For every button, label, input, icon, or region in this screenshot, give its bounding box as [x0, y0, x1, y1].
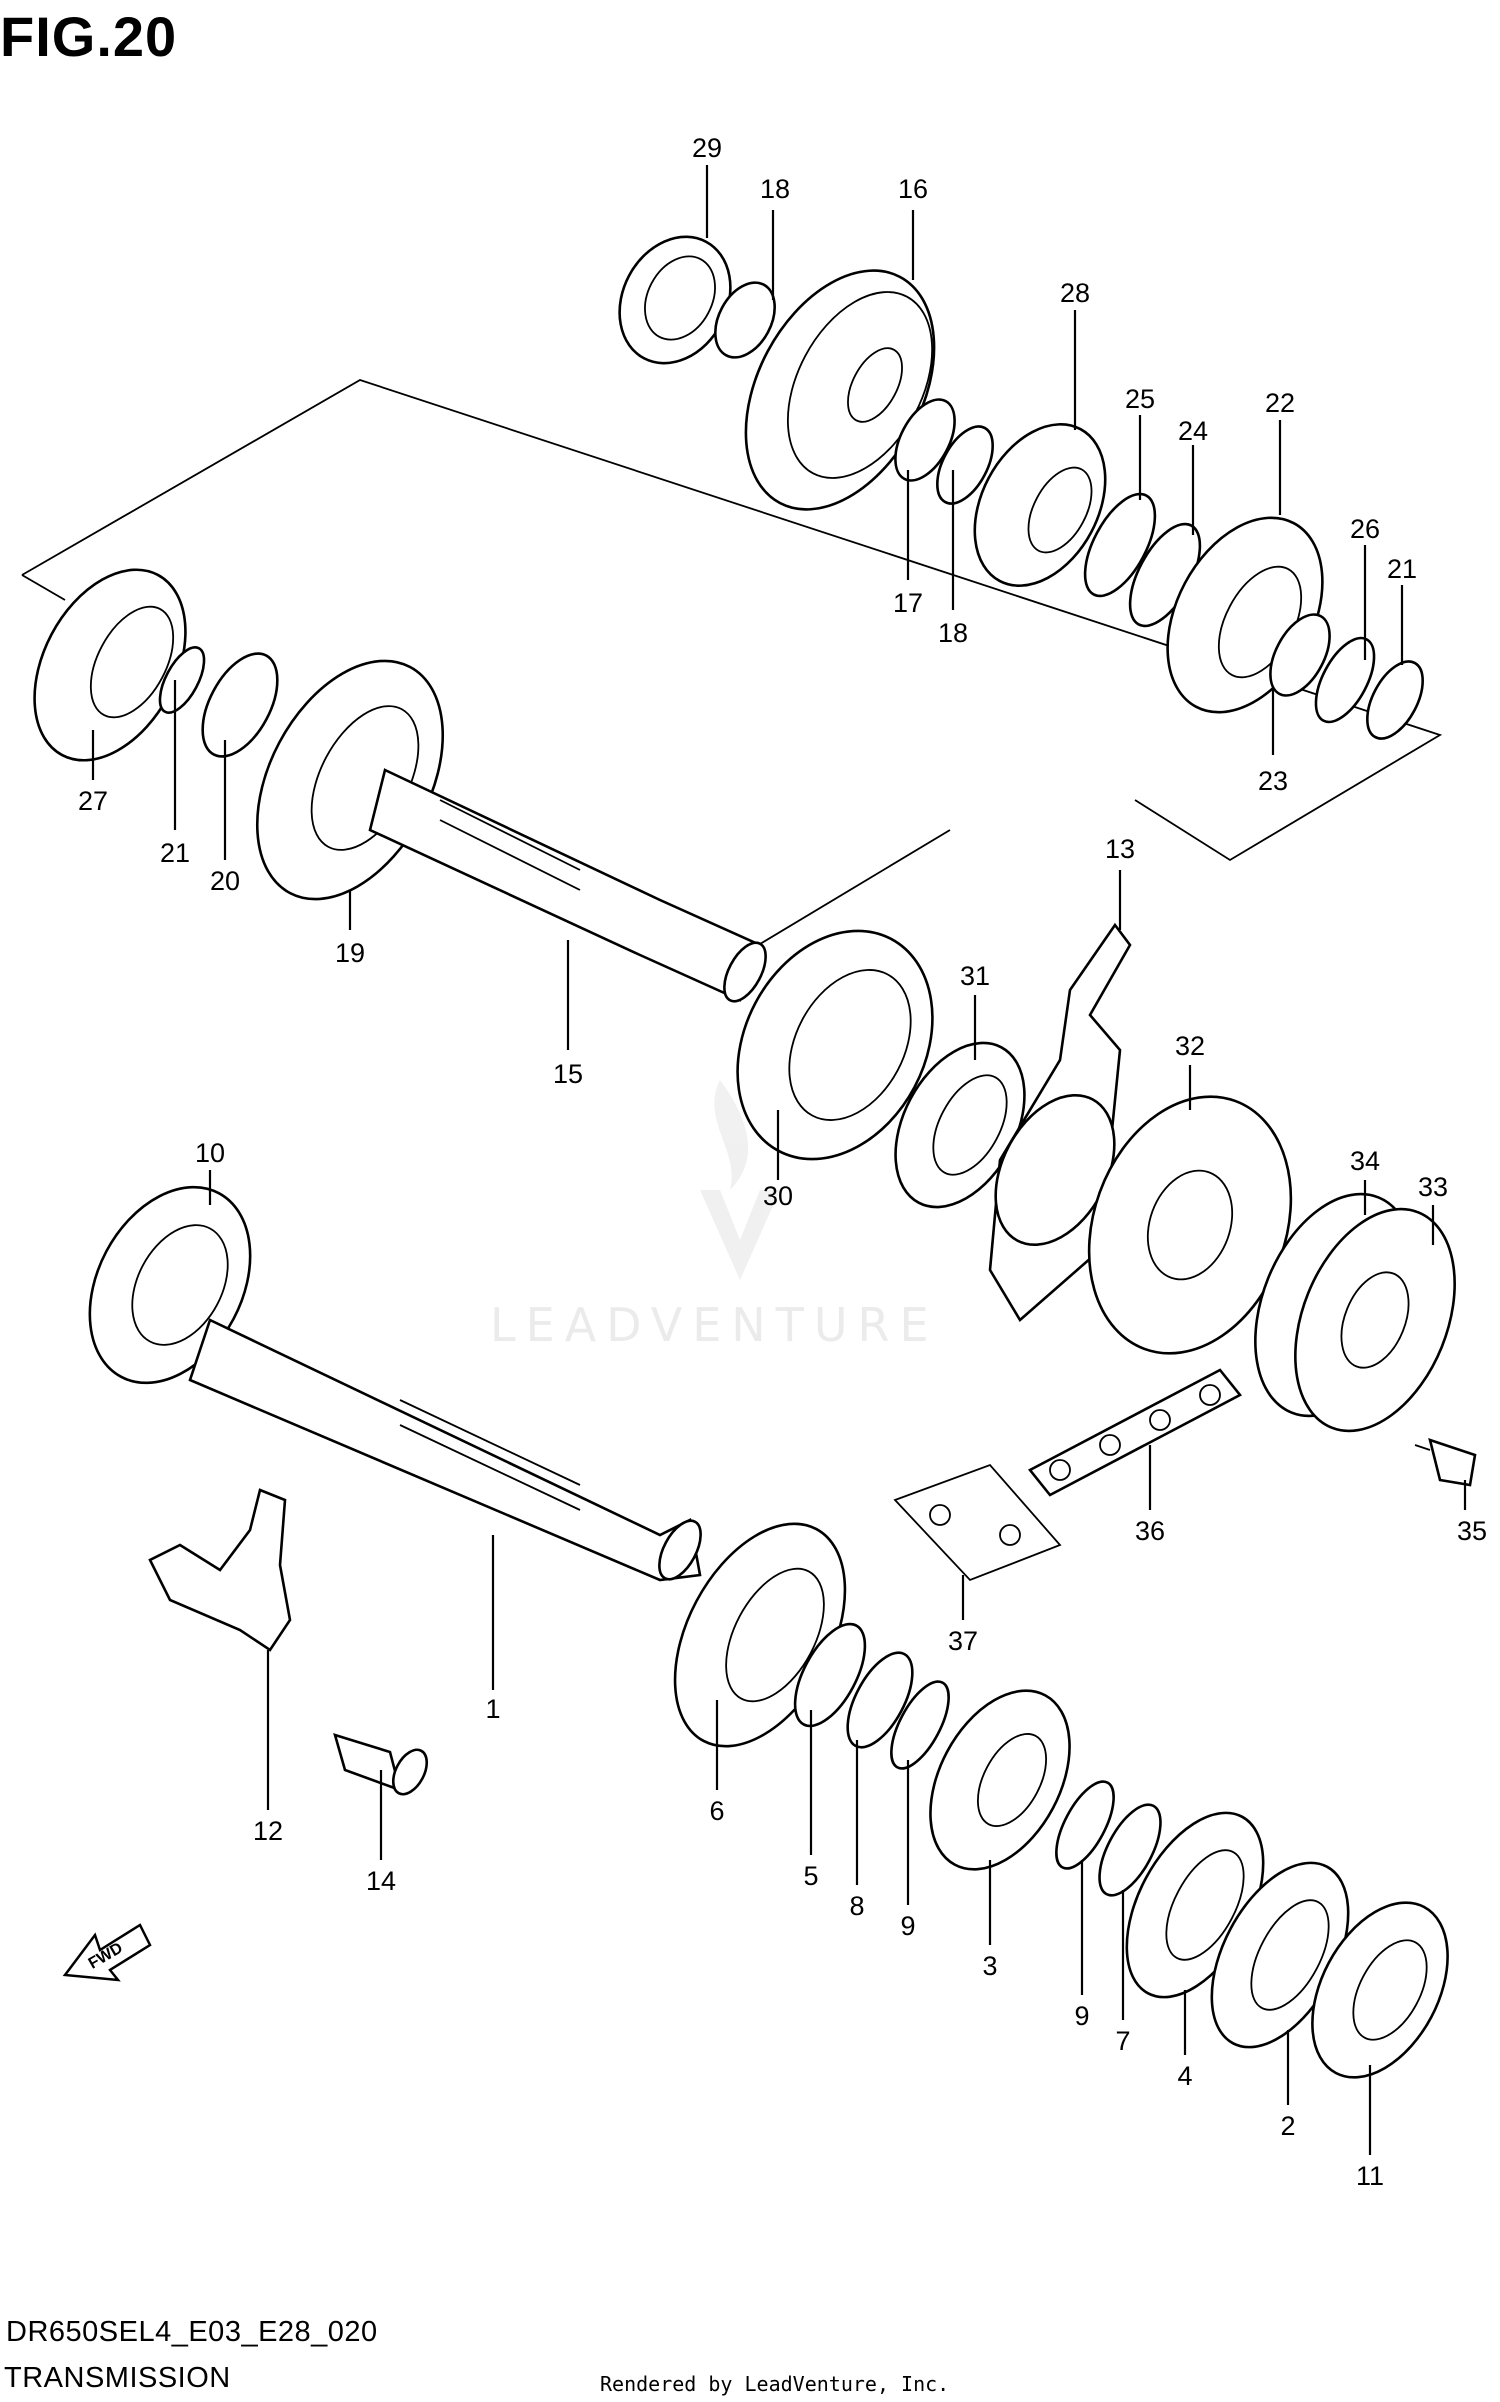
callout-label-36: 36: [1135, 1516, 1165, 1546]
driveshaft-1: [188, 1318, 702, 1582]
callout-label-4: 4: [1177, 2061, 1192, 2091]
callout-label-20: 20: [210, 866, 240, 896]
callout-label-37: 37: [948, 1626, 978, 1656]
callout-label-21: 21: [160, 838, 190, 868]
callout-label-25: 25: [1125, 384, 1155, 414]
callout-label-12: 12: [253, 1816, 283, 1846]
callout-label-24: 24: [1178, 416, 1208, 446]
bearing-30: [736, 929, 934, 1161]
leader-lines: [91, 165, 1467, 2155]
callout-label-22: 22: [1265, 388, 1295, 418]
fwd-arrow-icon: FWD: [62, 1923, 152, 1982]
callout-label-2: 2: [1280, 2111, 1295, 2141]
figure-code: DR650SEL4_E03_E28_020: [6, 2316, 378, 2348]
countershaft-group-box: [21, 379, 1443, 862]
washer-26: [1314, 636, 1376, 724]
watermark-text: LEADVENTURE: [490, 1298, 939, 1352]
bearing-11: [1311, 1901, 1449, 2079]
stopper-12: [148, 1488, 292, 1652]
circlip-21-left: [158, 646, 206, 714]
washer-8: [846, 1651, 914, 1749]
gear-28: [973, 423, 1107, 587]
callout-label-6: 6: [709, 1796, 724, 1826]
callout-label-8: 8: [849, 1891, 864, 1921]
callout-label-10: 10: [195, 1138, 225, 1168]
circlip-9-left: [890, 1680, 950, 1770]
callout-label-1: 1: [485, 1694, 500, 1724]
callout-label-13: 13: [1105, 834, 1135, 864]
callout-label-9: 9: [900, 1911, 915, 1941]
callout-label-5: 5: [803, 1861, 818, 1891]
callout-label-28: 28: [1060, 278, 1090, 308]
countershaft-15: [368, 768, 767, 1003]
callout-label-19: 19: [335, 938, 365, 968]
callout-label-29: 29: [692, 133, 722, 163]
gear-3: [929, 1689, 1071, 1871]
callout-label-15: 15: [553, 1059, 583, 1089]
circlip-21-right: [1366, 660, 1424, 740]
washer-7: [1098, 1803, 1162, 1897]
callout-label-33: 33: [1418, 1172, 1448, 1202]
pin-14: [333, 1733, 429, 1796]
callout-label-17: 17: [893, 588, 923, 618]
washer-25: [1083, 492, 1157, 598]
callout-label-23: 23: [1258, 766, 1288, 796]
bushing-20: [201, 652, 279, 758]
callout-label-31: 31: [960, 961, 990, 991]
callout-label-3: 3: [982, 1951, 997, 1981]
callout-label-18: 18: [760, 174, 790, 204]
callout-label-7: 7: [1115, 2026, 1130, 2056]
callout-label-32: 32: [1175, 1031, 1205, 1061]
chain-joint-37: [893, 1463, 1062, 1582]
callout-label-21: 21: [1387, 554, 1417, 584]
callout-label-14: 14: [366, 1866, 396, 1896]
callout-label-30: 30: [763, 1181, 793, 1211]
callout-label-35: 35: [1457, 1516, 1487, 1546]
sprocket-damper-34-33: [1254, 1192, 1456, 1433]
washer-18-upper: [714, 281, 776, 359]
figure-title: FIG.20: [0, 5, 178, 68]
callout-label-18: 18: [938, 618, 968, 648]
chain-36: [1028, 1368, 1242, 1497]
callout-label-9: 9: [1074, 2001, 1089, 2031]
render-credit: Rendered by LeadVenture, Inc.: [600, 2372, 950, 2396]
leadventure-watermark-icon: [700, 1080, 780, 1280]
bolt-35: [1414, 1438, 1477, 1487]
figure-name: TRANSMISSION: [4, 2362, 231, 2394]
bushing-23: [1269, 613, 1331, 697]
washer-18-lower: [936, 425, 994, 505]
callout-label-34: 34: [1350, 1146, 1380, 1176]
callout-label-11: 11: [1356, 2161, 1384, 2191]
callout-label-16: 16: [898, 174, 928, 204]
bushing-5: [793, 1622, 867, 1728]
callout-label-26: 26: [1350, 514, 1380, 544]
circlip-9-right: [1055, 1780, 1115, 1870]
callout-label-27: 27: [78, 786, 108, 816]
gear-27: [33, 568, 187, 762]
bearing-29: [618, 235, 732, 365]
